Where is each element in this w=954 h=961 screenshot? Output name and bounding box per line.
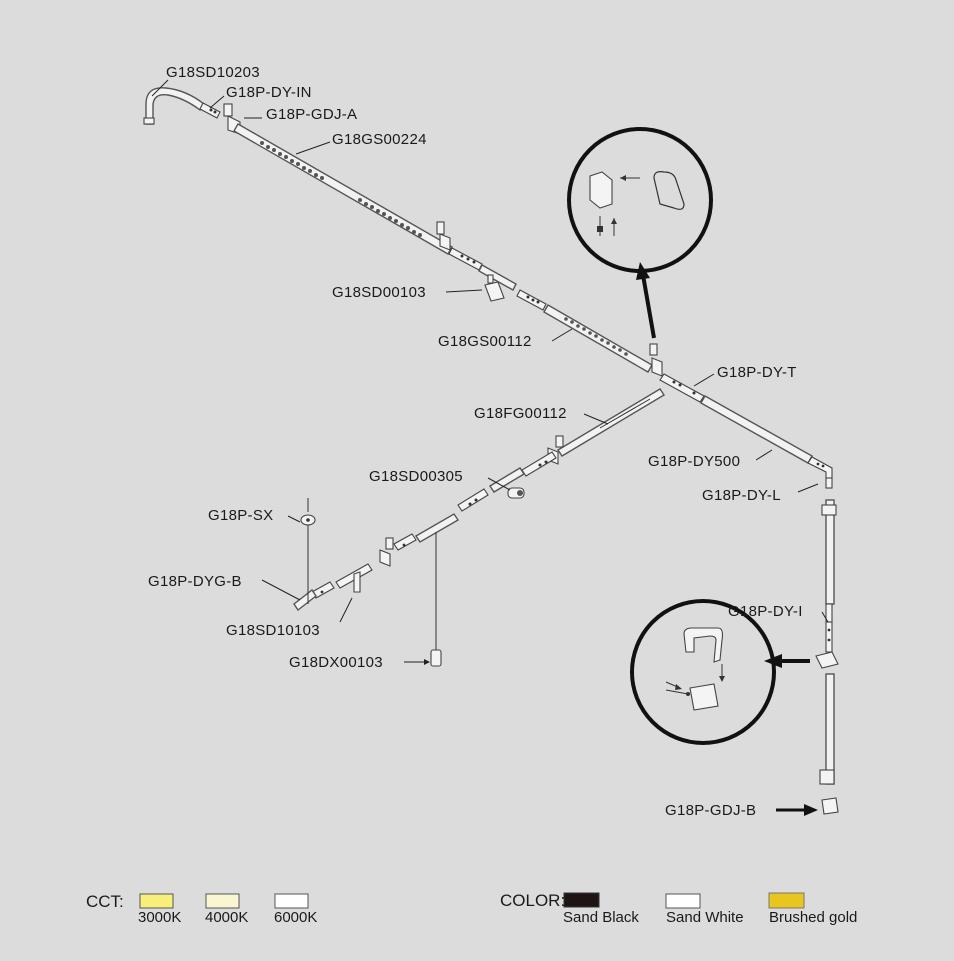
label-g18p-dy-i: G18P-DY-I (728, 603, 803, 620)
detail-arrow-bottom (764, 654, 810, 668)
hanger-clip-mid-4 (379, 537, 394, 567)
detail-circle-bottom (630, 599, 776, 745)
inline-connector-3 (521, 451, 557, 477)
inline-connector-top (199, 102, 221, 119)
color-label-sand-white: Sand White (666, 909, 744, 926)
label-g18p-gdj-b: G18P-GDJ-B (665, 802, 756, 819)
suspension-sx (300, 498, 316, 604)
cct-legend: CCT: 3000K 4000K 6000K (86, 892, 317, 926)
color-legend: COLOR: Sand Black Sand White Brushed gol… (500, 891, 857, 926)
leader-lines (151, 79, 829, 665)
cct-title: CCT: (86, 892, 124, 911)
label-g18fg00112: G18FG00112 (474, 405, 567, 422)
t-spot-sd10103 (335, 563, 373, 593)
rail-end-dyg-b (293, 588, 317, 612)
pendant-wire (430, 532, 442, 667)
label-g18p-dy-in: G18P-DY-IN (226, 84, 312, 101)
gdj-b-arrow (776, 804, 818, 816)
inline-connector-dy-i (825, 621, 833, 653)
inline-connector-5 (393, 533, 417, 551)
detail-circle-top (567, 127, 713, 273)
label-g18gs00224: G18GS00224 (332, 131, 427, 148)
cct-swatch-3000k (139, 893, 174, 909)
label-g18sd00103: G18SD00103 (332, 284, 426, 301)
color-swatch-sand-white (665, 893, 701, 909)
label-g18sd10203: G18SD10203 (166, 64, 260, 81)
inline-connector-2 (516, 289, 547, 311)
inline-connector-4 (457, 488, 489, 512)
color-swatch-brushed-gold (768, 892, 805, 909)
rail-short-2 (489, 467, 525, 493)
label-g18p-dy-l: G18P-DY-L (702, 487, 781, 504)
label-g18p-dy-t: G18P-DY-T (717, 364, 797, 381)
end-clip-gdj-b (821, 797, 839, 815)
color-swatch-sand-black (563, 892, 600, 908)
vertical-rail-bottom (819, 673, 835, 785)
label-g18p-dy500: G18P-DY500 (648, 453, 740, 470)
hanger-clip-right (815, 651, 839, 669)
rail-short-1 (478, 264, 517, 291)
detail-arrow-top (636, 262, 656, 339)
spotlight-sd00103 (484, 274, 505, 302)
label-g18dx00103: G18DX00103 (289, 654, 383, 671)
label-g18gs00112: G18GS00112 (438, 333, 532, 350)
cct-label-6000k: 6000K (274, 909, 317, 926)
color-label-brushed-gold: Brushed gold (769, 909, 857, 926)
cct-label-4000k: 4000K (205, 909, 248, 926)
hanger-clip-mid-2 (649, 343, 663, 377)
label-g18p-sx: G18P-SX (208, 507, 273, 524)
l-connector (807, 456, 833, 479)
label-g18p-gdj-a: G18P-GDJ-A (266, 106, 357, 123)
label-g18p-dyg-b: G18P-DYG-B (148, 573, 242, 590)
color-label-sand-black: Sand Black (563, 909, 639, 926)
label-g18sd00305: G18SD00305 (369, 468, 463, 485)
curved-end-piece (143, 87, 205, 125)
rail-short-3 (415, 513, 459, 543)
vertical-rail-top (821, 477, 837, 623)
spotlight-sd00305 (507, 487, 525, 499)
cct-label-3000k: 3000K (138, 909, 181, 926)
long-rail-224 (233, 123, 453, 255)
inline-connector-1 (448, 247, 483, 271)
cct-swatch-6000k (274, 893, 309, 909)
rail-fg00112 (557, 388, 665, 457)
hanger-clip-mid-1 (436, 221, 451, 251)
color-title: COLOR: (500, 891, 565, 910)
t-connector (659, 373, 705, 403)
rail-gs00112 (543, 304, 653, 373)
label-g18sd10103: G18SD10103 (226, 622, 320, 639)
cct-swatch-4000k (205, 893, 240, 909)
